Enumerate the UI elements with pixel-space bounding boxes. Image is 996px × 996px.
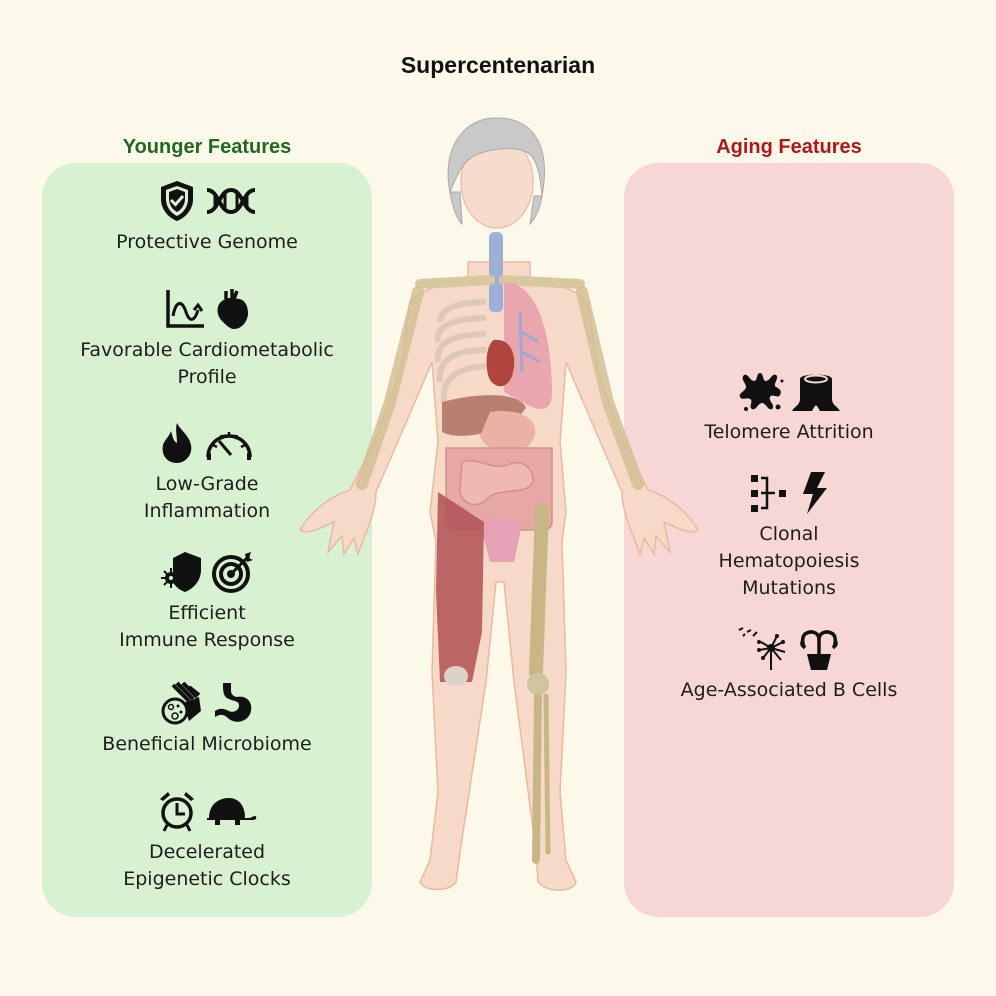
- gauge-icon: [206, 432, 252, 460]
- right-arm-bones: [576, 286, 644, 490]
- diagram-title: Supercentenarian: [400, 52, 596, 78]
- tree-stump-icon: [792, 374, 840, 411]
- flame-icon: [162, 423, 192, 463]
- aging-features-heading: Aging Features: [716, 136, 862, 158]
- leg-skeleton: [529, 503, 551, 864]
- feature-epigenetic-clocks: Decelerated Epigenetic Clocks: [42, 789, 372, 893]
- intestines: [444, 447, 553, 532]
- heart-icon: [217, 289, 248, 329]
- stomach: [480, 410, 536, 453]
- body-silhouette: [299, 261, 699, 891]
- feature-label: Telomere Attrition: [704, 421, 874, 443]
- feature-label: Protective Genome: [116, 231, 298, 253]
- liver: [442, 395, 526, 436]
- target-icon: [212, 552, 253, 593]
- hierarchy-icon: [751, 475, 786, 512]
- alarm-clock-icon: [160, 792, 194, 832]
- feature-label: Decelerated Epigenetic Clocks: [123, 841, 291, 890]
- feature-label: Low-Grade Inflammation: [143, 473, 271, 522]
- ribcage: [434, 299, 487, 403]
- feature-label: Favorable Cardiometabolic Profile: [80, 339, 334, 388]
- feature-cardiometabolic: Favorable Cardiometabolic Profile: [42, 287, 372, 391]
- dna-icon: [206, 187, 256, 215]
- feature-telomere-attrition: Telomere Attrition: [624, 369, 954, 446]
- aging-features-panel: Telomere Attrition Clonal Hematopoiesis …: [624, 163, 954, 917]
- feature-label: Clonal Hematopoiesis Mutations: [718, 523, 860, 599]
- wilted-plant-icon: [800, 630, 838, 670]
- lightning-icon: [803, 472, 827, 514]
- shield-check-icon: [161, 181, 193, 221]
- thigh-muscle: [436, 492, 484, 682]
- trachea: [489, 232, 503, 312]
- petri-dish-hand-icon: [161, 681, 201, 725]
- virus-shield-icon: [161, 552, 201, 592]
- feature-clonal-hematopoiesis: Clonal Hematopoiesis Mutations: [624, 471, 954, 602]
- left-arm-bones: [356, 286, 424, 490]
- younger-features-panel: Protective Genome Favorable Cardiometabo…: [42, 163, 372, 917]
- feature-immune-response: Efficient Immune Response: [42, 550, 372, 654]
- heart: [486, 339, 515, 387]
- lung: [504, 282, 552, 409]
- pelvis: [480, 518, 522, 562]
- anatomical-figure: [299, 117, 699, 891]
- line-chart-icon: [166, 290, 204, 328]
- feature-protective-genome: Protective Genome: [42, 179, 372, 256]
- feature-label: Age-Associated B Cells: [680, 679, 898, 701]
- dandelion-icon: [738, 627, 786, 670]
- feature-age-associated-b-cells: Age-Associated B Cells: [624, 627, 954, 704]
- splat-icon: [739, 373, 784, 411]
- feature-label: Beneficial Microbiome: [102, 733, 312, 755]
- hair: [447, 117, 545, 226]
- stomach-icon: [215, 683, 252, 722]
- feature-label: Efficient Immune Response: [119, 602, 295, 651]
- feature-low-grade-inflammation: Low-Grade Inflammation: [42, 421, 372, 525]
- clavicles: [415, 275, 585, 289]
- younger-features-heading: Younger Features: [122, 136, 292, 158]
- turtle-icon: [207, 798, 257, 825]
- feature-microbiome: Beneficial Microbiome: [42, 681, 372, 758]
